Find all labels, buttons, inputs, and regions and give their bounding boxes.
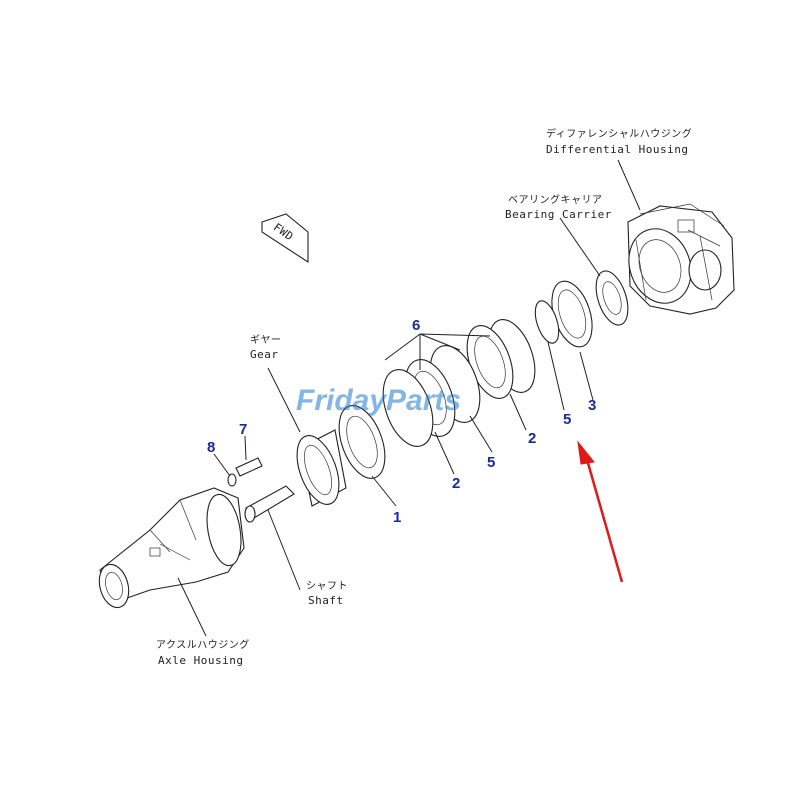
callout-7: 7: [239, 421, 247, 438]
watermark-logo: FridayParts: [296, 384, 461, 417]
bearing-carrier: [595, 270, 629, 326]
callout-2-left: 2: [452, 475, 460, 492]
gear-en-label: Gear: [250, 348, 279, 361]
leader-lines: [177, 159, 641, 637]
callout-3: 3: [588, 397, 596, 414]
axle-housing: [98, 487, 245, 609]
callout-1: 1: [393, 509, 401, 526]
clutch-disc-stack: [382, 319, 536, 447]
fwd-direction-badge: FWD: [261, 213, 309, 264]
bearing-carrier-jp-label: ベアリングキャリア: [508, 193, 603, 206]
red-pointer-arrow: [577, 440, 624, 583]
shaft: [244, 485, 295, 523]
part-labels: ディファレンシャルハウジング Differential Housing ベアリン…: [156, 127, 692, 667]
shaft-jp-label: シャフト: [306, 581, 348, 592]
gear-jp-label: ギヤー: [250, 334, 282, 346]
bearing-carrier-en-label: Bearing Carrier: [505, 208, 612, 221]
shaft-en-label: Shaft: [308, 594, 344, 607]
axle-housing-en-label: Axle Housing: [158, 654, 243, 667]
differential-housing-en-label: Differential Housing: [546, 143, 688, 156]
callout-2-right: 2: [528, 430, 536, 447]
axle-housing-jp-label: アクスルハウジング: [156, 638, 250, 651]
differential-housing-jp-label: ディファレンシャルハウジング: [546, 127, 692, 140]
part-1-plate: [338, 405, 386, 479]
part-5-plate-right: [534, 300, 560, 344]
callout-6: 6: [412, 317, 420, 334]
callout-5-right: 5: [563, 411, 571, 428]
callout-8: 8: [207, 439, 215, 456]
differential-housing: [627, 203, 735, 315]
bolt-7: [235, 457, 263, 477]
callout-numbers: 6 5 3 2 5 2 1 7 8: [207, 317, 596, 526]
washer-8: [227, 473, 237, 487]
callout-5-left: 5: [487, 454, 495, 471]
gear: [296, 429, 347, 507]
